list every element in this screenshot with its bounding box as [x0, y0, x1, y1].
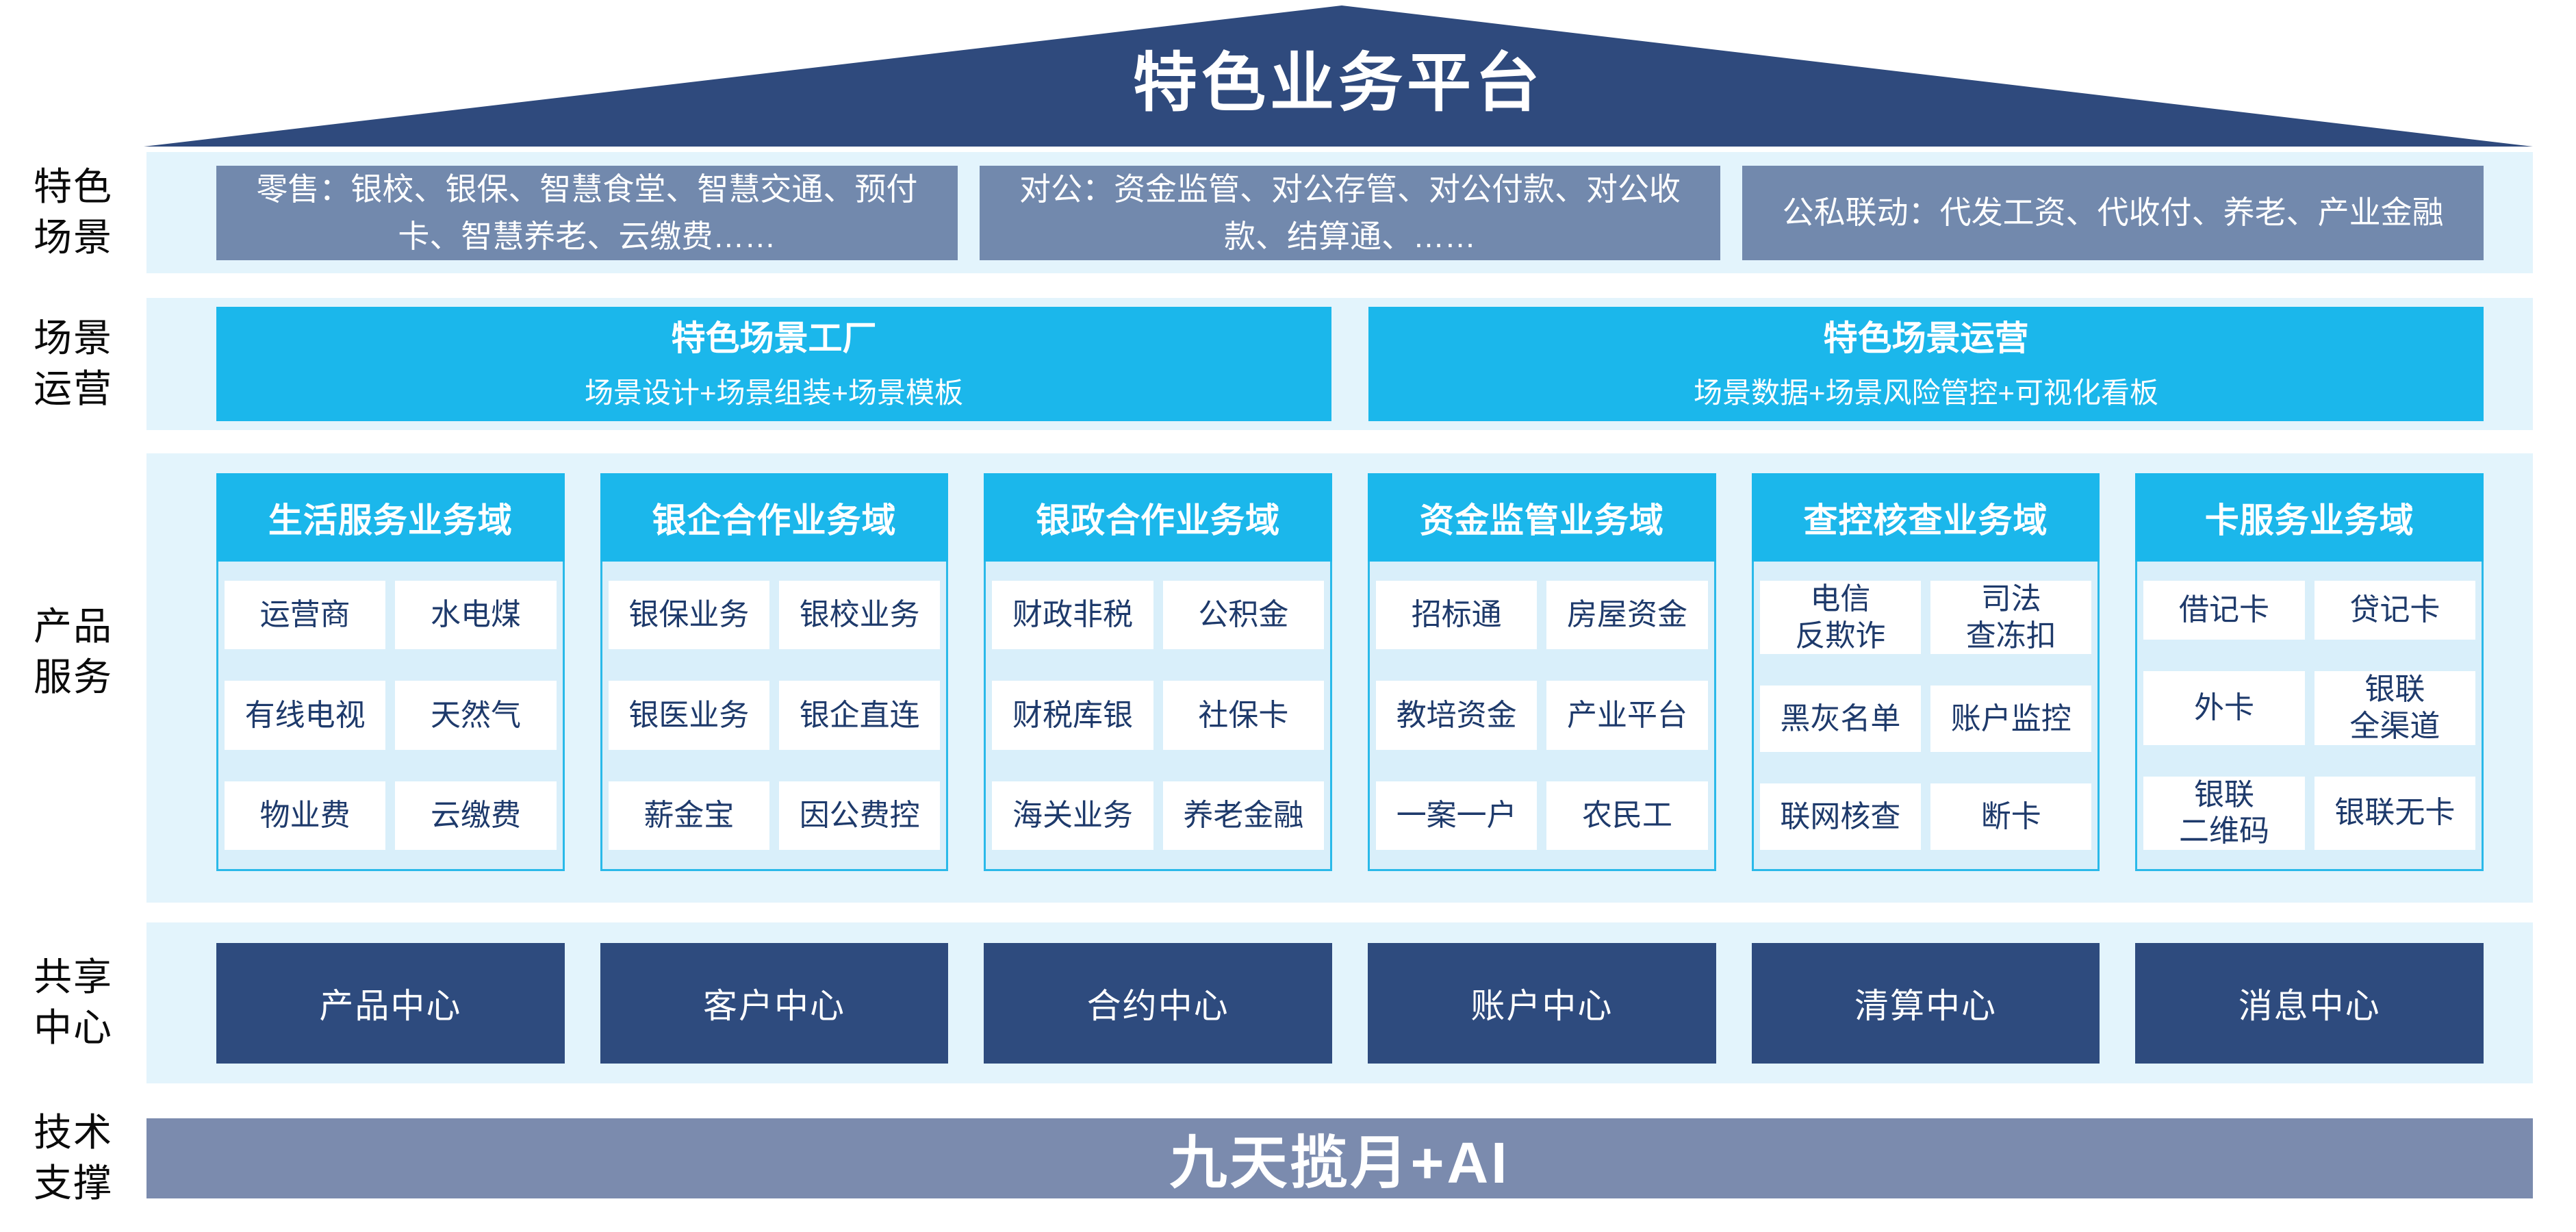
product-item: 海关业务 [992, 781, 1153, 850]
domain-header: 生活服务业务域 [216, 473, 565, 562]
cell-row: 运营商 水电煤 [225, 581, 557, 650]
product-item: 账户监控 [1930, 686, 2092, 753]
band-product-services: 生活服务业务域 运营商 水电煤 有线电视 天然气 物业费 云缴费 银企合作业务域 [146, 453, 2533, 903]
roof-banner-shape [144, 5, 2533, 147]
scene-factory-box: 特色场景工厂 场景设计+场景组装+场景模板 [216, 307, 1331, 421]
product-item: 财政非税 [992, 581, 1153, 650]
cell-row: 有线电视 天然气 [225, 681, 557, 750]
band-featured-scenes: 零售：银校、银保、智慧食堂、智慧交通、预付卡、智慧养老、云缴费…… 对公：资金监… [146, 152, 2533, 273]
tech-support-banner: 九天揽月+AI [146, 1118, 2533, 1198]
domain-column-inquiry-control: 查控核查业务域 电信 反欺诈 司法 查冻扣 黑灰名单 账户监控 联网核查 断卡 [1751, 473, 2100, 871]
cell-row: 财税库银 社保卡 [992, 681, 1325, 750]
domain-column-bank-government: 银政合作业务域 财政非税 公积金 财税库银 社保卡 海关业务 养老金融 [984, 473, 1333, 871]
domain-column-bank-enterprise: 银企合作业务域 银保业务 银校业务 银医业务 银企直连 薪金宝 因公费控 [600, 473, 949, 871]
product-item: 农民工 [1546, 781, 1708, 850]
product-item: 一案一户 [1376, 781, 1538, 850]
domain-body: 运营商 水电煤 有线电视 天然气 物业费 云缴费 [216, 562, 565, 871]
scene-factory-subtitle: 场景设计+场景组装+场景模板 [584, 376, 964, 409]
product-item: 产业平台 [1546, 681, 1708, 750]
domain-body: 借记卡 贷记卡 外卡 银联 全渠道 银联 二维码 银联无卡 [2135, 562, 2484, 871]
cell-row: 银联 二维码 银联无卡 [2143, 776, 2476, 850]
cell-row: 薪金宝 因公费控 [608, 781, 941, 850]
product-item: 银联无卡 [2314, 776, 2476, 850]
band-scene-operation: 特色场景工厂 场景设计+场景组装+场景模板 特色场景运营 场景数据+场景风险管控… [146, 298, 2533, 430]
cell-row: 财政非税 公积金 [992, 581, 1325, 650]
rail-label-operation: 场景 运营 [34, 316, 113, 410]
product-item: 贷记卡 [2314, 581, 2476, 640]
scene-operation-subtitle: 场景数据+场景风险管控+可视化看板 [1693, 376, 2159, 409]
scene-operation-box: 特色场景运营 场景数据+场景风险管控+可视化看板 [1368, 307, 2484, 421]
cell-row: 招标通 房屋资金 [1376, 581, 1708, 650]
product-item: 黑灰名单 [1759, 686, 1922, 753]
scene-factory-title: 特色场景工厂 [671, 318, 877, 357]
cell-row: 海关业务 养老金融 [992, 781, 1325, 850]
product-item: 养老金融 [1162, 781, 1325, 850]
domain-header: 查控核查业务域 [1751, 473, 2100, 562]
product-item: 断卡 [1930, 783, 2092, 850]
product-item: 外卡 [2143, 671, 2305, 745]
scene-box-public-private: 公私联动：代发工资、代收付、养老、产业金融 [1742, 165, 2484, 260]
product-item: 因公费控 [779, 781, 941, 850]
center-box-customer: 客户中心 [600, 942, 949, 1064]
product-item: 公积金 [1162, 581, 1325, 650]
center-box-clearing: 清算中心 [1751, 942, 2100, 1064]
cell-row: 教培资金 产业平台 [1376, 681, 1708, 750]
cell-row: 联网核查 断卡 [1759, 783, 2092, 850]
cell-row: 物业费 云缴费 [225, 781, 557, 850]
domain-header: 银企合作业务域 [600, 473, 949, 562]
page-title: 特色业务平台 [1132, 47, 1544, 118]
domain-body: 银保业务 银校业务 银医业务 银企直连 薪金宝 因公费控 [600, 562, 949, 871]
cell-row: 一案一户 农民工 [1376, 781, 1708, 850]
product-item: 银企直连 [779, 681, 941, 750]
product-item: 招标通 [1376, 581, 1538, 650]
product-item: 社保卡 [1162, 681, 1325, 750]
cell-row: 银医业务 银企直连 [608, 681, 941, 750]
product-item: 银医业务 [608, 681, 770, 750]
domain-body: 财政非税 公积金 财税库银 社保卡 海关业务 养老金融 [984, 562, 1333, 871]
center-box-account: 账户中心 [1368, 942, 1716, 1064]
domain-body: 电信 反欺诈 司法 查冻扣 黑灰名单 账户监控 联网核查 断卡 [1751, 562, 2100, 871]
product-item: 水电煤 [395, 581, 557, 650]
scene-box-retail: 零售：银校、银保、智慧食堂、智慧交通、预付卡、智慧养老、云缴费…… [216, 165, 958, 260]
product-item: 云缴费 [395, 781, 557, 850]
product-item: 银保业务 [608, 581, 770, 650]
product-item: 电信 反欺诈 [1759, 581, 1922, 655]
scene-box-corporate: 对公：资金监管、对公存管、对公付款、对公收款、结算通、…… [979, 165, 1721, 260]
product-item: 天然气 [395, 681, 557, 750]
band-shared-centers: 产品中心 客户中心 合约中心 账户中心 清算中心 消息中心 [146, 922, 2533, 1083]
domain-header: 卡服务业务域 [2135, 473, 2484, 562]
product-item: 借记卡 [2143, 581, 2305, 640]
cell-row: 外卡 银联 全渠道 [2143, 671, 2476, 745]
product-item: 银联 全渠道 [2314, 671, 2476, 745]
domain-header: 资金监管业务域 [1368, 473, 1716, 562]
domain-column-life-services: 生活服务业务域 运营商 水电煤 有线电视 天然气 物业费 云缴费 [216, 473, 565, 871]
center-box-message: 消息中心 [2135, 942, 2484, 1064]
center-box-contract: 合约中心 [984, 942, 1333, 1064]
scene-operation-title: 特色场景运营 [1823, 318, 2029, 357]
rail-label-products: 产品 服务 [34, 605, 113, 699]
cell-row: 电信 反欺诈 司法 查冻扣 [1759, 581, 2092, 655]
domain-header: 银政合作业务域 [984, 473, 1333, 562]
domain-body: 招标通 房屋资金 教培资金 产业平台 一案一户 农民工 [1368, 562, 1716, 871]
center-box-product: 产品中心 [216, 942, 565, 1064]
rail-label-shared: 共享 中心 [34, 955, 113, 1049]
domain-column-fund-supervision: 资金监管业务域 招标通 房屋资金 教培资金 产业平台 一案一户 农民工 [1368, 473, 1716, 871]
rail-label-scene: 特色 场景 [34, 165, 113, 259]
product-item: 司法 查冻扣 [1930, 581, 2092, 655]
cell-row: 黑灰名单 账户监控 [1759, 686, 2092, 753]
domain-column-card-services: 卡服务业务域 借记卡 贷记卡 外卡 银联 全渠道 银联 二维码 银联无卡 [2135, 473, 2484, 871]
product-item: 教培资金 [1376, 681, 1538, 750]
cell-row: 借记卡 贷记卡 [2143, 581, 2476, 640]
product-item: 物业费 [225, 781, 386, 850]
product-item: 运营商 [225, 581, 386, 650]
product-item: 银联 二维码 [2143, 776, 2305, 850]
product-item: 银校业务 [779, 581, 941, 650]
product-item: 联网核查 [1759, 783, 1922, 850]
rail-label-tech: 技术 支撑 [34, 1111, 113, 1205]
product-item: 财税库银 [992, 681, 1153, 750]
product-item: 薪金宝 [608, 781, 770, 850]
cell-row: 银保业务 银校业务 [608, 581, 941, 650]
product-item: 房屋资金 [1546, 581, 1708, 650]
product-item: 有线电视 [225, 681, 386, 750]
